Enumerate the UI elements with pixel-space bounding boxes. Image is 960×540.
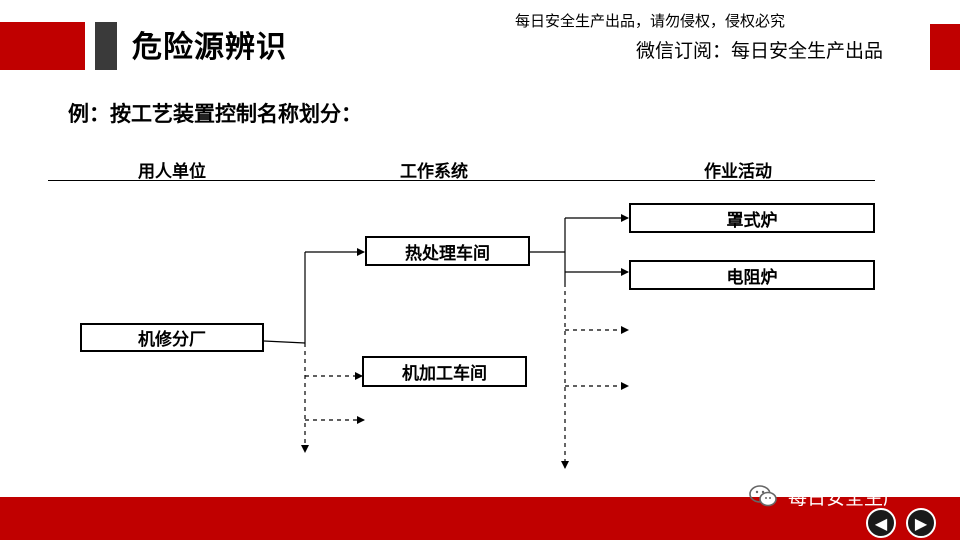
header-divider: [48, 180, 875, 181]
node-hood-furnace: 罩式炉: [629, 203, 875, 233]
node-resistance-furnace: 电阻炉: [629, 260, 875, 290]
prev-slide-button[interactable]: ◀: [866, 508, 896, 538]
subtitle: 例：按工艺装置控制名称划分：: [68, 102, 362, 126]
column-header-activity: 作业活动: [704, 162, 772, 182]
connector-unit-out: [263, 340, 306, 344]
node-unit-repair-plant: 机修分厂: [80, 323, 264, 352]
footer-brand: 每日安全生产: [788, 487, 903, 509]
copyright-notice: 每日安全生产出品，请勿侵权，侵权必究: [515, 12, 786, 30]
subscribe-text: 微信订阅：每日安全生产出品: [636, 40, 884, 62]
column-header-unit: 用人单位: [138, 162, 206, 182]
node-machining-workshop: 机加工车间: [362, 356, 527, 387]
arrow-right-icon: ▶: [914, 513, 928, 533]
page-title: 危险源辨识: [132, 30, 287, 65]
column-header-system: 工作系统: [400, 162, 468, 182]
wechat-icon: [749, 485, 777, 507]
arrow-left-icon: ◀: [874, 513, 888, 533]
header-red-bar-left: [0, 22, 85, 70]
node-heat-treatment-workshop: 热处理车间: [365, 236, 530, 266]
header-red-bar-right: [930, 24, 960, 70]
header-dark-bar: [95, 22, 117, 70]
footer-bar: [0, 497, 960, 540]
next-slide-button[interactable]: ▶: [906, 508, 936, 538]
